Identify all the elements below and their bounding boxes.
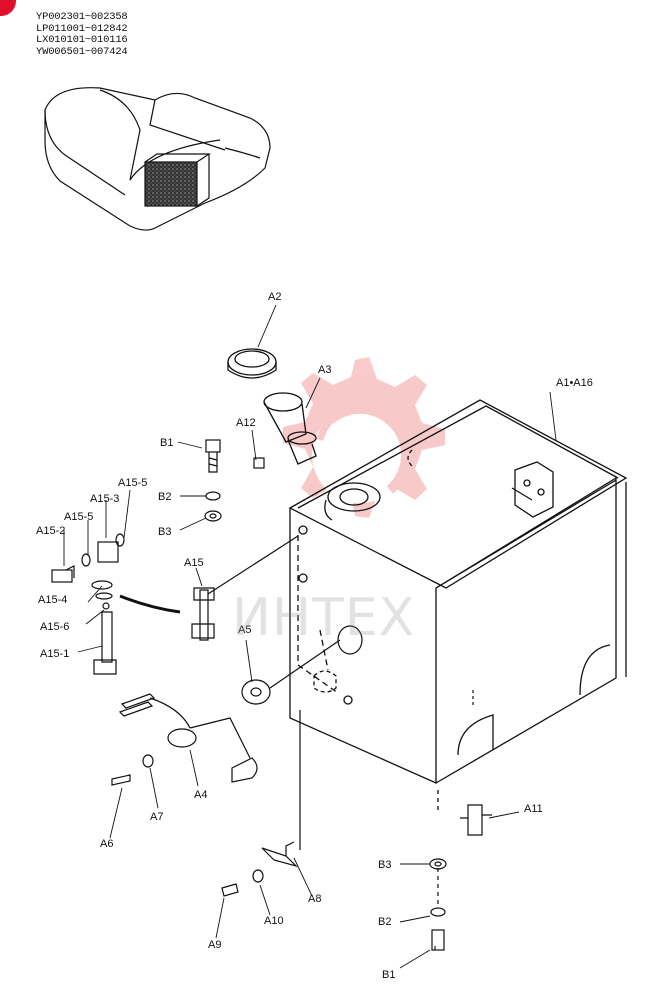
strainer-a3 [263, 392, 317, 465]
callout-a12: A12 [236, 417, 256, 429]
callout-a15: A15 [184, 557, 204, 569]
watermark-text: ИНТЕХ [232, 588, 416, 648]
callout-a8: A8 [308, 893, 321, 905]
callout-a15-4: A15-4 [38, 594, 67, 606]
callout-a10: A10 [264, 915, 284, 927]
callout-a7: A7 [150, 811, 163, 823]
serial-range: LX010101~010116 [36, 34, 128, 46]
fuel-tank-location-marker [144, 161, 198, 207]
callout-a9: A9 [208, 939, 221, 951]
callout-labels: A2 A3 A1•A16 A12 B1 B2 B3 A15-5 A15-3 A1… [36, 291, 593, 981]
callout-a4: A4 [194, 789, 207, 801]
callout-a1-a16: A1•A16 [556, 377, 593, 389]
callout-a6: A6 [100, 838, 113, 850]
callout-a2: A2 [268, 291, 281, 303]
callout-b1-upper: B1 [160, 437, 173, 449]
fuel-tank [288, 399, 628, 810]
serial-range: YP002301~002358 [36, 11, 128, 23]
upper-fasteners [204, 439, 265, 522]
callout-a15-2: A15-2 [36, 525, 65, 537]
machine-location-thumbnail [44, 87, 271, 231]
callout-b1-lower: B1 [382, 969, 395, 981]
bracket-and-bolts [221, 710, 301, 897]
callout-a15-3: A15-3 [90, 493, 119, 505]
serial-range: YW006501~007424 [36, 45, 128, 58]
serial-range-list: YP002301~002358 LP011001~012842 LX010101… [36, 11, 128, 58]
callout-a15-5: A15-5 [118, 477, 147, 489]
callout-a11: A11 [524, 803, 543, 815]
callout-a3: A3 [318, 364, 331, 376]
callout-a15-1: A15-1 [40, 648, 69, 660]
serial-range: LP011001~012842 [36, 22, 128, 35]
drain-valve-assembly-a15 [51, 533, 363, 705]
callout-b3-lower: B3 [378, 859, 391, 871]
leader-lines [63, 304, 557, 969]
callout-a15-6: A15-6 [40, 621, 69, 633]
callout-b2-upper: B2 [158, 491, 171, 503]
fuel-level-sender-a4 [111, 693, 258, 786]
watermark-gear-logo [283, 357, 445, 518]
drain-cock-a11 [429, 690, 492, 951]
filler-cap-a2 [227, 348, 277, 379]
callout-b3-upper: B3 [158, 526, 171, 538]
callout-a5: A5 [238, 624, 251, 636]
callout-b2-lower: B2 [378, 916, 391, 928]
callout-a15-5: A15-5 [64, 511, 93, 523]
